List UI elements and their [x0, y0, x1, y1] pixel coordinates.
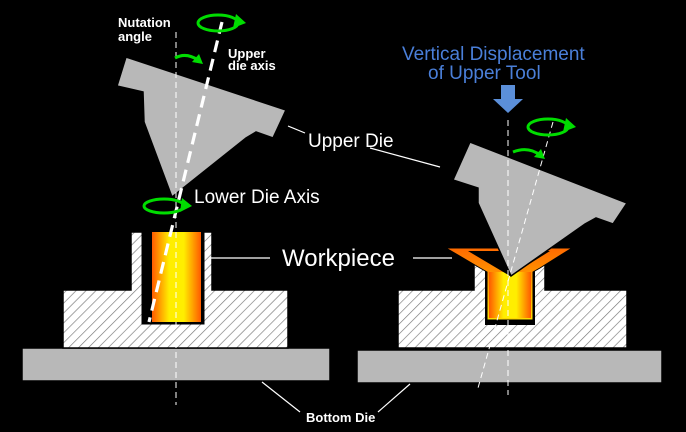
vertical-displacement-label-2: of Upper Tool: [428, 63, 541, 84]
upper-die-right: [451, 141, 629, 278]
bottom-die-right: [356, 349, 663, 384]
nutation-angle-label-1: Nutation: [118, 15, 171, 30]
rotation-arrow-upper-left: [196, 13, 246, 33]
down-arrow-icon: [493, 85, 523, 113]
left-assembly: [21, 13, 331, 405]
upper-die-axis-label-2: die axis: [228, 58, 276, 73]
nutation-angle-label-2: angle: [118, 29, 152, 44]
leader-upper-die-left: [287, 125, 306, 134]
upper-die-axis-line-right: [477, 121, 554, 389]
right-assembly: [356, 85, 663, 395]
upper-die-label: Upper Die: [308, 131, 394, 152]
vertical-displacement-label-1: Vertical Displacement: [402, 44, 585, 65]
lower-die-axis-label: Lower Die Axis: [194, 187, 320, 208]
rotation-arrow-lower-left: [142, 197, 192, 215]
leader-bottom-die-left: [261, 381, 301, 413]
workpiece-label: Workpiece: [282, 245, 395, 272]
rotation-arrow-right: [526, 117, 576, 137]
leader-upper-die-right: [369, 147, 441, 168]
bottom-die-label: Bottom Die: [306, 410, 375, 425]
leader-bottom-die-right: [377, 383, 411, 413]
upper-die-left: [116, 56, 288, 199]
upper-die-axis-label-1: Upper: [228, 46, 266, 61]
upper-die-axis-line-left: [147, 21, 224, 323]
